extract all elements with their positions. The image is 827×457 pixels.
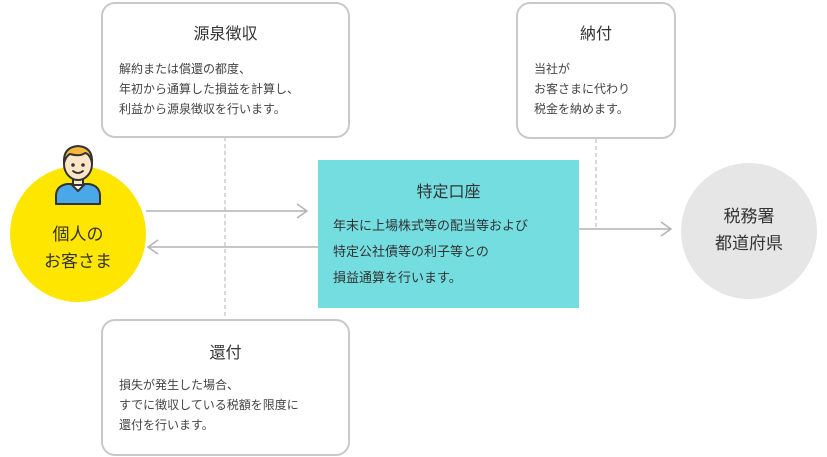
withholding-box: 源泉徴収 解約または償還の都度、 年初から通算した損益を計算し、 利益から源泉徴… (101, 2, 350, 138)
withholding-line: 年初から通算した損益を計算し、 (119, 82, 300, 96)
payment-line: 税金を納めます。 (534, 102, 629, 116)
payment-description: 当社が お客さまに代わり 税金を納めます。 (534, 59, 664, 119)
tax-office-label-line: 都道府県 (715, 234, 783, 254)
specified-account-title: 特定口座 (416, 182, 481, 201)
tax-office-circle: 税務署 都道府県 (681, 163, 817, 299)
payment-box: 納付 当社が お客さまに代わり 税金を納めます。 (516, 2, 676, 139)
withholding-line: 解約または償還の都度、 (119, 62, 252, 76)
customer-label-line: お客さま (44, 252, 112, 272)
specified-account-box: 特定口座 年末に上場株式等の配当等および 特定公社債等の利子等との 損益通算を行… (318, 160, 579, 308)
payment-line: 当社が (534, 62, 571, 76)
refund-line: 還付を行います。 (119, 418, 214, 432)
payment-title: 納付 (579, 24, 612, 43)
account-line: 特定公社債等の利子等との (333, 245, 489, 260)
specified-account-description: 年末に上場株式等の配当等および 特定公社債等の利子等との 損益通算を行います。 (333, 214, 574, 292)
withholding-line: 利益から源泉徴収を行います。 (119, 102, 286, 116)
person-icon (55, 145, 101, 205)
tax-office-label-line: 税務署 (723, 207, 775, 227)
refund-box: 還付 損失が発生した場合、 すでに徴収している税額を限度に 還付を行います。 (101, 319, 350, 456)
refund-title: 還付 (209, 343, 242, 362)
account-line: 年末に上場株式等の配当等および (333, 219, 529, 234)
refund-line: すでに徴収している税額を限度に (119, 398, 299, 412)
customer-label-line: 個人の (52, 225, 104, 245)
withholding-title: 源泉徴収 (193, 24, 258, 43)
refund-line: 損失が発生した場合、 (119, 378, 240, 392)
refund-description: 損失が発生した場合、 すでに徴収している税額を限度に 還付を行います。 (119, 375, 338, 435)
arrow-to-customer (146, 239, 318, 255)
arrow-to-tax-office (579, 221, 673, 237)
payment-line: お客さまに代わり (534, 82, 631, 96)
withholding-description: 解約または償還の都度、 年初から通算した損益を計算し、 利益から源泉徴収を行いま… (119, 59, 338, 119)
account-line: 損益通算を行います。 (333, 271, 462, 286)
arrow-to-account (146, 203, 309, 219)
